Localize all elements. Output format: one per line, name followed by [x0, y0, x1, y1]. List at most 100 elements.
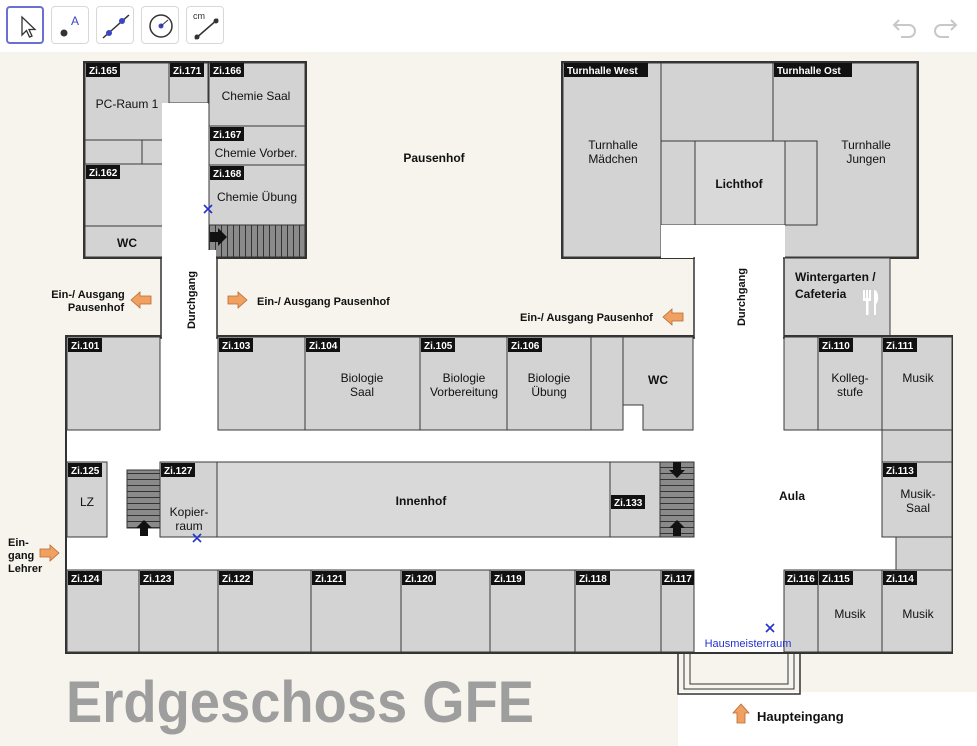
room-wc-north[interactable] — [84, 225, 170, 258]
porch-mid — [683, 653, 795, 690]
durchgang-east-fill — [695, 250, 783, 340]
label-wc-north: WC — [117, 236, 137, 250]
tag-turnhalle-ost: Turnhalle Ost — [777, 66, 841, 77]
tag-zi118: Zi.118 — [579, 574, 607, 585]
cross-markers — [192, 204, 775, 633]
arrow-icon-teacher-entrance — [39, 544, 60, 562]
tag-zi167: Zi.167 — [213, 130, 242, 141]
white-corner — [678, 692, 977, 746]
room-kollegstufe[interactable] — [817, 336, 883, 431]
tag-zi165: Zi.165 — [89, 66, 118, 77]
label-turnhalle-jungen-1: Turnhalle — [841, 138, 891, 152]
tag-zi105: Zi.105 — [424, 341, 453, 352]
label-durchgang-west: Durchgang — [186, 271, 198, 329]
label-chemie-uebung: Chemie Übung — [217, 190, 297, 204]
tag-zi124: Zi.124 — [71, 574, 100, 585]
cursor-arrow-icon — [21, 15, 37, 38]
label-exit-left-1: Ein-/ Ausgang — [51, 289, 125, 301]
arrow-icon-left-exit — [130, 291, 152, 309]
undo-icon[interactable] — [891, 14, 921, 40]
label-kollegstufe-2: stufe — [837, 385, 863, 399]
room-zi103[interactable] — [217, 336, 306, 431]
room-labels: PC-Raum 1 Chemie Saal Chemie Vorber. Che… — [80, 89, 936, 650]
label-pausenhof: Pausenhof — [403, 151, 465, 165]
label-hausmeister: Hausmeisterraum — [705, 638, 792, 650]
room-musik-111[interactable] — [881, 336, 953, 431]
distance-tool[interactable]: cm — [186, 6, 224, 44]
porch-outer — [677, 653, 801, 695]
room-biologie-uebung[interactable] — [506, 336, 592, 431]
arrow-icon-right-exit — [662, 308, 684, 326]
label-biologie-vorb-1: Biologie — [443, 371, 486, 385]
floor-plan[interactable]: Zi.165 Zi.171 Zi.166 Zi.167 Zi.168 Zi.16… — [0, 52, 977, 746]
room-turnhalle-mid[interactable] — [660, 62, 774, 142]
room-biologie-saal[interactable] — [304, 336, 421, 431]
arrow-icon-main-entrance — [732, 703, 750, 724]
label-biologie-saal-1: Biologie — [341, 371, 384, 385]
durchgang-west-north — [162, 103, 208, 263]
label-chemie-saal: Chemie Saal — [222, 89, 291, 103]
arrow-icon-stairs-west — [136, 520, 152, 536]
arrow-icon-mid-exit — [227, 291, 248, 309]
tag-zi111: Zi.111 — [886, 341, 914, 352]
tag-zi115: Zi.115 — [822, 574, 850, 585]
label-lz: LZ — [80, 495, 94, 509]
label-musik-111: Musik — [902, 371, 934, 385]
label-musik-115: Musik — [834, 607, 866, 621]
label-pc-raum: PC-Raum 1 — [96, 97, 159, 111]
durchgang-west-fill — [162, 250, 216, 340]
room-wc-south[interactable] — [622, 336, 694, 431]
room-east-corridor-a[interactable] — [881, 429, 953, 463]
stairs-arrows — [136, 228, 685, 536]
room-lichthof-east — [784, 140, 818, 226]
map-title: Erdgeschoss GFE — [66, 670, 534, 735]
label-exit-right: Ein-/ Ausgang Pausenhof — [520, 312, 653, 324]
tag-zi122: Zi.122 — [222, 574, 251, 585]
label-musik-114: Musik — [902, 607, 934, 621]
label-kollegstufe-1: Kolleg- — [831, 371, 868, 385]
label-wintergarten-2: Cafeteria — [795, 287, 847, 301]
stairs-west — [126, 469, 161, 529]
room-zi101[interactable] — [66, 336, 161, 431]
move-tool[interactable] — [6, 6, 44, 44]
label-biologie-vorb-2: Vorbereitung — [430, 385, 498, 399]
room-biologie-vorbereitung[interactable] — [419, 336, 508, 431]
tag-zi101: Zi.101 — [71, 341, 100, 352]
room-tags: Zi.165 Zi.171 Zi.166 Zi.167 Zi.168 Zi.16… — [68, 63, 917, 585]
tag-zi113: Zi.113 — [886, 466, 914, 477]
room-east-small[interactable] — [783, 336, 819, 431]
line-tool[interactable] — [96, 6, 134, 44]
tag-zi110: Zi.110 — [822, 341, 850, 352]
room-wc-anteroom[interactable] — [590, 336, 624, 431]
tag-zi171: Zi.171 — [173, 66, 202, 77]
room-turnhalle-maedchen[interactable] — [562, 62, 662, 258]
outdoor-labels: Pausenhof Durchgang Durchgang Ein-/ Ausg… — [8, 151, 844, 724]
label-haupteingang: Haupteingang — [757, 709, 844, 724]
tag-zi119: Zi.119 — [494, 574, 522, 585]
line-through-points-icon — [102, 14, 130, 39]
room-east-corridor-b[interactable] — [895, 536, 953, 571]
tag-zi121: Zi.121 — [315, 574, 344, 585]
tag-zi104: Zi.104 — [309, 341, 338, 352]
label-eingang-1: Ein- — [8, 537, 29, 549]
room-small-a[interactable] — [84, 139, 143, 165]
label-eingang-3: Lehrer — [8, 563, 43, 575]
tag-zi106: Zi.106 — [511, 341, 540, 352]
label-wintergarten-1: Wintergarten / — [795, 270, 876, 284]
arrow-icon-stairs-east-up — [669, 520, 685, 536]
circle-center-icon — [149, 14, 173, 38]
circle-tool[interactable] — [141, 6, 179, 44]
label-exit-left-2: Pausenhof — [68, 302, 125, 314]
point-label-icon: A — [60, 14, 79, 37]
point-tool[interactable]: A — [51, 6, 89, 44]
label-biologie-saal-2: Saal — [350, 385, 374, 399]
tag-zi166: Zi.166 — [213, 66, 242, 77]
redo-icon[interactable] — [929, 14, 959, 40]
label-chemie-vorber: Chemie Vorber. — [215, 146, 298, 160]
tag-zi127: Zi.127 — [164, 466, 193, 477]
label-lichthof: Lichthof — [715, 177, 763, 191]
tag-turnhalle-west: Turnhalle West — [567, 66, 638, 77]
room-lichthof-west — [660, 140, 696, 226]
tag-zi114: Zi.114 — [886, 574, 914, 585]
label-musiksaal-2: Saal — [906, 501, 930, 515]
